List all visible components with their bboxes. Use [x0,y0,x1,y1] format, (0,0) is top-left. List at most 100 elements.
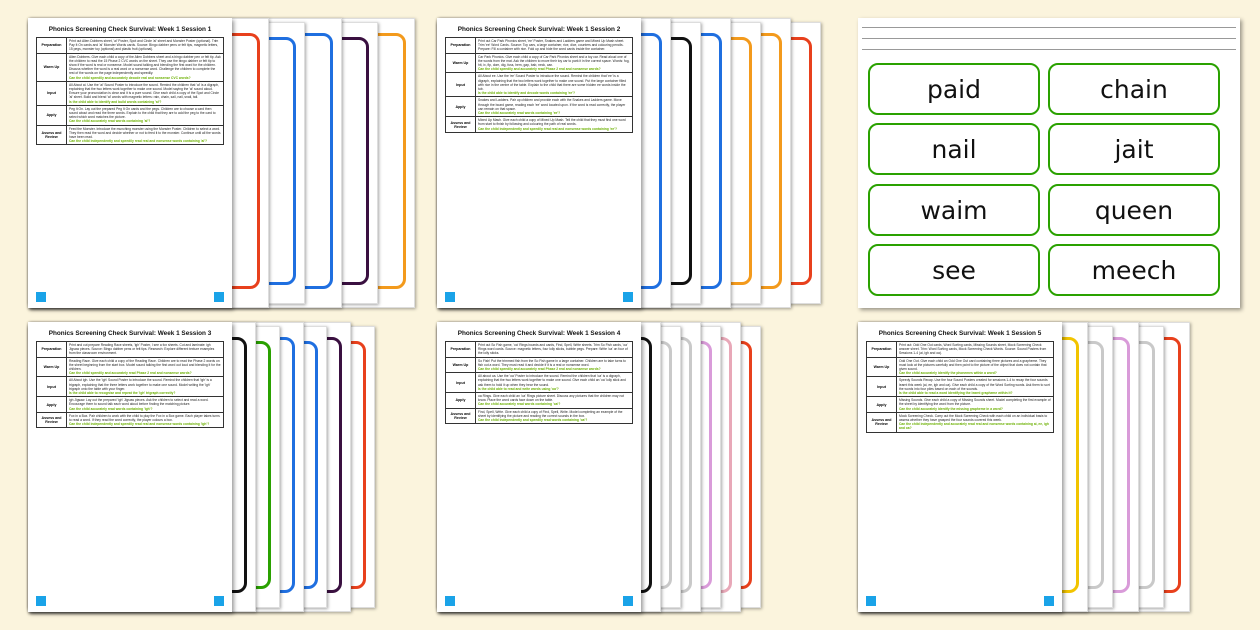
logo-icon [214,596,224,606]
row-label: Input [446,73,476,97]
assessment-question: Can the child accurately read words cont… [478,111,561,116]
row-text: Print out Alien Dobbers sheet, 'ai' Post… [69,39,219,52]
row-label: Assess and Review [37,412,67,428]
assessment-question: Can the child independently and speedily… [69,422,210,427]
logo-icon [445,596,455,606]
row-text: Peg It On. Lay out the prepared Peg It O… [69,106,216,120]
word-card: chain [1048,63,1220,115]
assessment-question: Can the child independently and speedily… [478,126,617,131]
assessment-question: Can the child accurately identify the ph… [899,371,997,376]
word-card: waim [868,184,1040,236]
row-text: Odd One Out. Give each child an Odd One … [899,358,1047,372]
row-text: Print out: Odd One Out cards, Word Sorti… [899,343,1047,356]
row-text: Alien Dobbers. Give each child a copy of… [69,54,221,76]
row-text: Feed the Monster. Introduce the munching… [69,126,221,140]
sheet-title: Phonics Screening Check Survival: Week 1… [457,330,621,337]
row-label: Apply [37,105,67,125]
row-label: Warm Up [446,53,476,73]
sheet-title: Phonics Screening Check Survival: Week 1… [878,330,1042,337]
row-text: All About ai. Use the 'ai' Sound Poster … [69,82,220,100]
sheet-title: Phonics Screening Check Survival: Week 1… [457,26,621,33]
sheet-footer [36,592,224,606]
row-label: Assess and Review [446,408,476,424]
row-text: Snakes and Ladders. Pair up children and… [478,98,626,111]
assessment-question: Can the child accurately identify the mi… [899,406,1003,411]
row-label: Input [37,377,67,397]
word-card: see [868,244,1040,296]
assessment-question: Can the child independently and speedily… [69,139,208,144]
word-card: paid [868,63,1040,115]
assessment-question: Can the child speedily and accurately re… [69,371,192,376]
row-label: Assess and Review [867,412,897,432]
sheet-footer [445,288,633,302]
row-label: Preparation [446,38,476,53]
divider [862,49,1236,50]
assessment-question: Can the child independently and speedily… [478,418,588,423]
sheet-footer [866,592,1054,606]
row-label: Preparation [446,342,476,357]
row-text: Reading Race. Give each child a copy of … [69,358,221,372]
logo-icon [214,292,224,302]
logo-icon [1044,596,1054,606]
row-label: Preparation [37,342,67,357]
assessment-question: Is the child able to read and write word… [478,386,559,391]
row-text: Mixed Up Mash. Give each child a copy of… [478,118,626,127]
assessment-question: Is the child able to identify and decode… [478,91,576,96]
row-text: All About igh. Use the 'igh' Sound Poste… [69,378,212,391]
word-cards-sheet: paid chain nail jait waim queen see meec… [858,18,1240,308]
logo-icon [623,596,633,606]
row-text: Mock Screening Check. Carry out the Mock… [899,413,1048,423]
row-text: igh Jigsaw. Lay out the prepared 'igh' J… [69,398,209,407]
row-text: Print and cut prepare Reading Race sheet… [69,343,215,356]
logo-icon [623,292,633,302]
row-label: Assess and Review [446,117,476,132]
assessment-question: Can the child accurately read words cont… [69,406,153,411]
row-text: Find, Spell, Write. Give each child a co… [478,409,623,418]
row-text: Missing Sounds. Give each child a copy o… [899,398,1051,407]
row-label: Apply [37,397,67,412]
lesson-plan-sheet: Phonics Screening Check Survival: Week 1… [28,322,232,612]
word-card: queen [1048,184,1220,236]
assessment-question: Can the child accurately read words cont… [69,119,151,124]
row-label: Input [867,377,897,397]
logo-icon [36,596,46,606]
row-label: Apply [446,393,476,408]
lesson-plan-sheet: Phonics Screening Check Survival: Week 1… [437,322,641,612]
row-label: Preparation [867,342,897,357]
row-label: Warm Up [37,357,67,377]
assessment-question: Can the child speedily and accurately re… [478,367,601,372]
row-text: Print out So Fish game, 'oa' Rings board… [478,343,628,356]
assessment-question: Can the child accurately read words cont… [478,402,561,407]
logo-icon [36,292,46,302]
sheet-title: Phonics Screening Check Survival: Week 1… [48,26,212,33]
divider [862,27,1236,28]
lesson-plan-sheet: Phonics Screening Check Survival: Week 1… [28,18,232,308]
